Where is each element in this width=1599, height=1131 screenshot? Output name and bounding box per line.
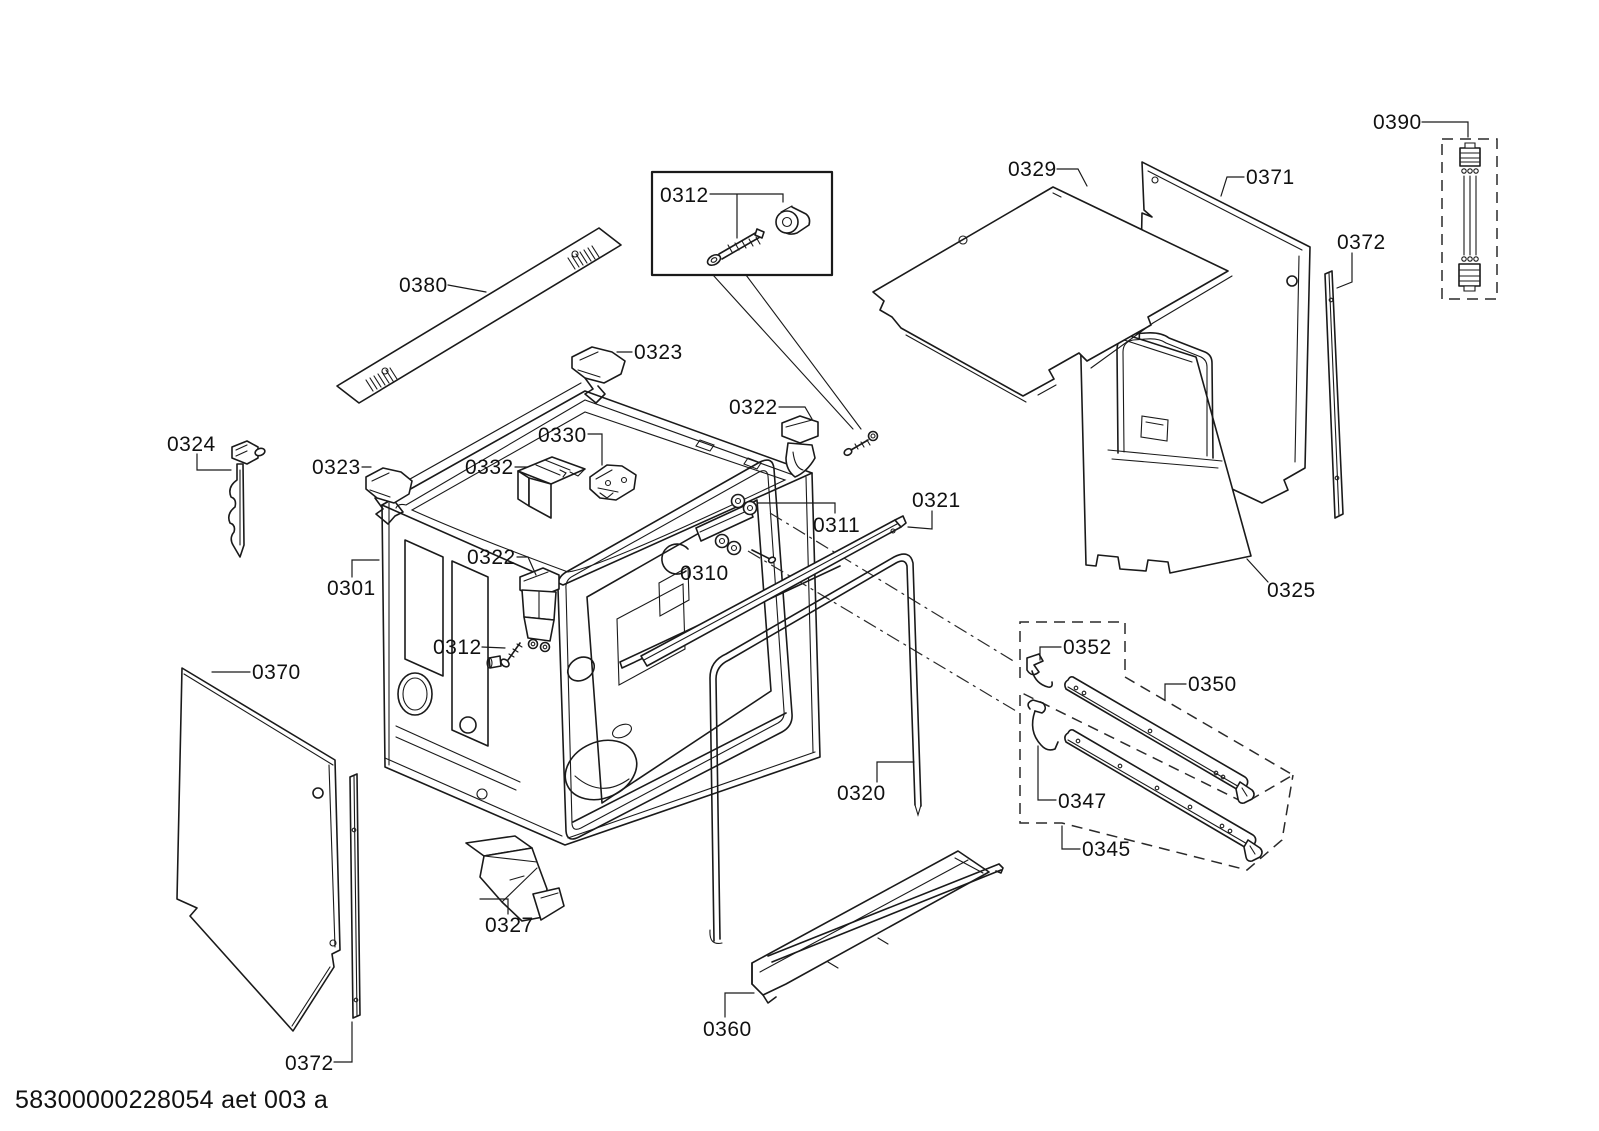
part-0347-rail-lower (1065, 730, 1262, 861)
part-label-0321: 0321 (912, 489, 961, 512)
label-0323-top: 0323 (617, 341, 683, 364)
projection-line-upper (770, 513, 1015, 662)
part-0332-bracket (518, 457, 585, 518)
part-0330-latch (590, 465, 636, 500)
label-0324: 0324 (167, 433, 231, 470)
part-label-0312-side: 0312 (433, 636, 482, 659)
part-label-0327: 0327 (485, 914, 534, 937)
part-0323-clamp-left (366, 468, 412, 524)
part-label-0329: 0329 (1008, 158, 1057, 181)
part-0372-seal-strip-right (1325, 271, 1343, 518)
part-label-0345: 0345 (1082, 838, 1131, 861)
part-label-0330: 0330 (538, 424, 587, 447)
part-label-0301: 0301 (327, 577, 376, 600)
part-label-0322-top: 0322 (729, 396, 778, 419)
fixing-nut-0312 (776, 206, 810, 234)
part-label-0372-right: 0372 (1337, 231, 1386, 254)
part-0323-clamp-top (572, 347, 625, 403)
part-0325-arch-cover-panel (1080, 320, 1251, 573)
part-0360-base-channel (752, 851, 1003, 1003)
part-label-0320: 0320 (837, 782, 886, 805)
detail-box-0312 (652, 172, 861, 429)
part-label-0352: 0352 (1063, 636, 1112, 659)
screw-0312-target (843, 432, 877, 457)
part-0329-insulation-mat (873, 187, 1232, 402)
label-0327: 0327 (480, 899, 534, 937)
part-label-0323-left: 0323 (312, 456, 361, 479)
label-0312-side: 0312 (433, 636, 505, 659)
part-0352-clip (1027, 654, 1052, 687)
label-0311: 0311 (757, 503, 860, 537)
part-label-0332: 0332 (465, 456, 514, 479)
part-label-0372-left: 0372 (285, 1052, 334, 1075)
part-0322-bracket-mid (520, 568, 559, 652)
part-0370-side-panel (177, 668, 340, 1031)
part-label-0380: 0380 (399, 274, 448, 297)
part-label-0322-mid: 0322 (467, 546, 516, 569)
label-0329: 0329 (1008, 158, 1087, 186)
part-0324-closing-aid (229, 441, 266, 557)
part-0327-base-bracket (466, 836, 564, 921)
label-0320: 0320 (837, 762, 914, 805)
screw-0312 (706, 229, 764, 267)
part-label-0350: 0350 (1188, 673, 1237, 696)
label-0312-inset: 0312 (660, 184, 783, 238)
part-0301-tub-cabinet (378, 383, 820, 845)
part-0321-trim-rail (641, 516, 906, 666)
part-label-0311: 0311 (813, 514, 860, 537)
part-label-0390: 0390 (1373, 111, 1422, 134)
label-0372-right: 0372 (1337, 231, 1386, 288)
label-0380: 0380 (399, 274, 486, 297)
label-0310: 0310 (680, 562, 729, 585)
projection-line-lower (748, 551, 1016, 711)
part-label-0360: 0360 (703, 1018, 752, 1041)
part-label-0371: 0371 (1246, 166, 1295, 189)
label-0325: 0325 (1247, 559, 1316, 602)
part-0350-rail-upper (1065, 677, 1254, 803)
part-0380-top-mounting-strip (337, 228, 621, 403)
part-0322-bracket-top (782, 416, 818, 477)
labels-layer: 0390 0329 0371 0372 0312 0380 0323 0322 … (15, 111, 1468, 1114)
label-0345: 0345 (1062, 826, 1131, 861)
label-0350: 0350 (1165, 673, 1237, 700)
part-label-0323-top: 0323 (634, 341, 683, 364)
label-0390: 0390 (1373, 111, 1468, 137)
part-label-0312-inset: 0312 (660, 184, 709, 207)
label-0347: 0347 (1038, 746, 1107, 813)
part-0320-door-seal (710, 554, 921, 943)
label-0330: 0330 (538, 424, 602, 465)
striker-arc (662, 544, 688, 574)
part-label-0324: 0324 (167, 433, 216, 456)
part-0310-0311-lock-and-rollers (662, 495, 776, 575)
part-label-0310: 0310 (680, 562, 729, 585)
label-0360: 0360 (703, 993, 754, 1041)
label-0301: 0301 (327, 560, 379, 600)
label-0322-top: 0322 (729, 396, 812, 419)
label-0372-left: 0372 (285, 1022, 352, 1075)
part-0372-seal-strip-left (350, 774, 360, 1018)
screw-0312-side (487, 643, 522, 668)
label-0322-mid: 0322 (467, 546, 536, 575)
group-0345-rail-kit (1020, 622, 1293, 870)
label-0371: 0371 (1221, 166, 1295, 196)
part-0390-hose-kit (1442, 139, 1497, 299)
label-0352: 0352 (1040, 636, 1112, 660)
part-label-0370: 0370 (252, 661, 301, 684)
aquastop-hose (1459, 143, 1480, 291)
part-label-0325: 0325 (1267, 579, 1316, 602)
label-0332: 0332 (465, 456, 527, 479)
label-0370: 0370 (212, 661, 301, 684)
label-0323-left: 0323 (312, 456, 371, 479)
part-0347-clip (1028, 700, 1058, 750)
label-0321: 0321 (908, 489, 961, 529)
document-code: 58300000228054 aet 003 a (15, 1086, 328, 1114)
part-label-0347: 0347 (1058, 790, 1107, 813)
